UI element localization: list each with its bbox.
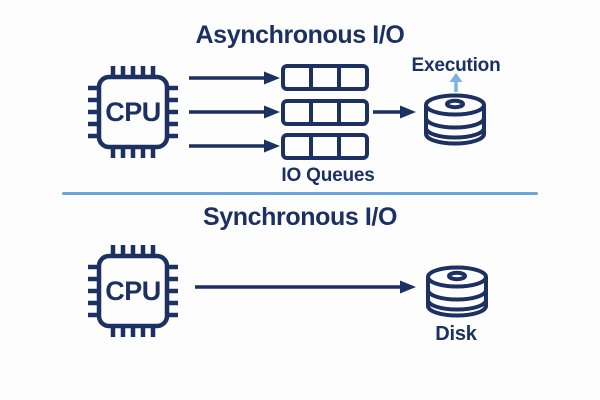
- right-arrow-icon-queue2: [189, 105, 280, 119]
- execution-label: Execution: [411, 55, 501, 76]
- cpu-chip-icon-sync: CPU: [88, 245, 178, 337]
- disk-icon-sync: [426, 265, 488, 318]
- right-arrow-icon-to-disk-sync: [195, 280, 416, 294]
- cpu-chip-outline: [88, 66, 178, 158]
- cpu-label-sync: CPU: [105, 275, 161, 306]
- section-divider: [62, 192, 538, 195]
- cpu-chip-icon-async: CPU: [88, 66, 178, 158]
- right-arrow-icon-queue3: [189, 139, 280, 153]
- right-arrow-icon-queue1: [189, 71, 280, 85]
- io-queues-label: IO Queues: [281, 165, 375, 186]
- io-queues-icon: [281, 64, 369, 160]
- sync-section-title: Synchronous I/O: [202, 203, 398, 231]
- right-arrow-icon-to-disk-async: [373, 105, 416, 119]
- disk-label: Disk: [435, 323, 477, 345]
- disk-icon-async: [424, 93, 486, 146]
- up-arrow-icon: [449, 73, 463, 92]
- cpu-label-async: CPU: [105, 96, 161, 127]
- async-section-title: Asynchronous I/O: [195, 21, 405, 49]
- cpu-chip-outline: [88, 245, 178, 337]
